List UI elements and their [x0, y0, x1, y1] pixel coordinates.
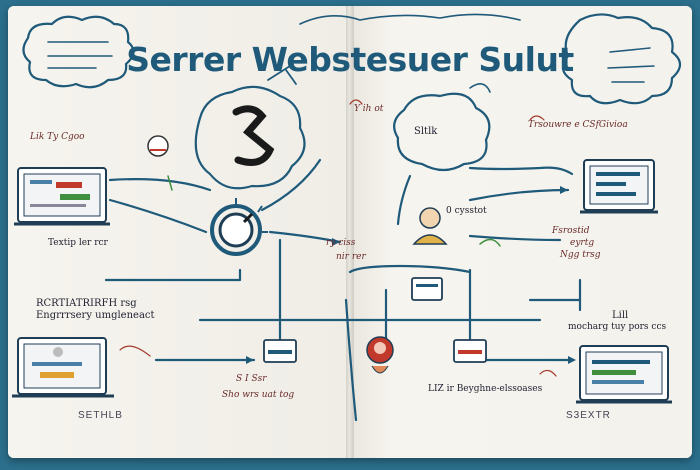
- label-left-mid-1: RCRTIATRIRFH rsg: [36, 298, 137, 309]
- diagram-title: Serrer Webstesuer Sulut: [126, 40, 574, 79]
- label-center-top: Y ih ot: [354, 104, 384, 114]
- label-user: 0 cysstot: [446, 206, 487, 216]
- laptop-left-bottom: [17, 337, 107, 395]
- center-cloud: [393, 92, 491, 172]
- label-bottom-left-1: S I Ssr: [236, 374, 267, 384]
- label-right-hand-3: Ngg trsg: [560, 250, 601, 260]
- footer-left: SETHLB: [78, 410, 123, 421]
- label-top-left: Lik Ty Cgoo: [30, 132, 85, 142]
- label-right-top: Trsouwre e CSfGivioa: [528, 120, 628, 130]
- label-bottom-left-2: Sho wrs uat tog: [222, 390, 295, 400]
- cloud-top-right: [561, 13, 682, 105]
- footer-right: S3EXTR: [566, 410, 611, 421]
- label-left-mid-2: Engrrrsery umgleneact: [36, 310, 155, 321]
- label-right-hand-2: eyrtg: [570, 238, 595, 248]
- label-laptop-caption: Textip ler rcr: [48, 238, 108, 248]
- label-center-mid-2: nir rer: [336, 252, 366, 262]
- label-center-mid: ry ciss: [326, 238, 356, 248]
- label-bottom-center: LIZ ir Beyghne-elssoases: [428, 384, 543, 394]
- monitor-right-top: [583, 159, 655, 211]
- gear-ring-icon: [210, 198, 268, 256]
- label-center-bubble: Sltlk: [414, 126, 438, 137]
- book-spine: [346, 6, 354, 458]
- monitor-right-bottom: [579, 345, 669, 401]
- red-pin-icon: [366, 336, 394, 374]
- hub-box-top: [411, 277, 443, 301]
- server-logo-icon: [232, 105, 275, 166]
- cloud-top-left: [22, 15, 135, 89]
- label-right-mid-1: Lill: [612, 310, 629, 321]
- label-right-mid-2: mocharg tuy pors ccs: [568, 322, 667, 332]
- laptop-left-top: [17, 167, 107, 223]
- label-right-hand-1: Fsrostid: [552, 226, 590, 236]
- server-cloud: [194, 85, 306, 190]
- person-small-icon: [147, 135, 169, 157]
- user-icon: [412, 207, 448, 245]
